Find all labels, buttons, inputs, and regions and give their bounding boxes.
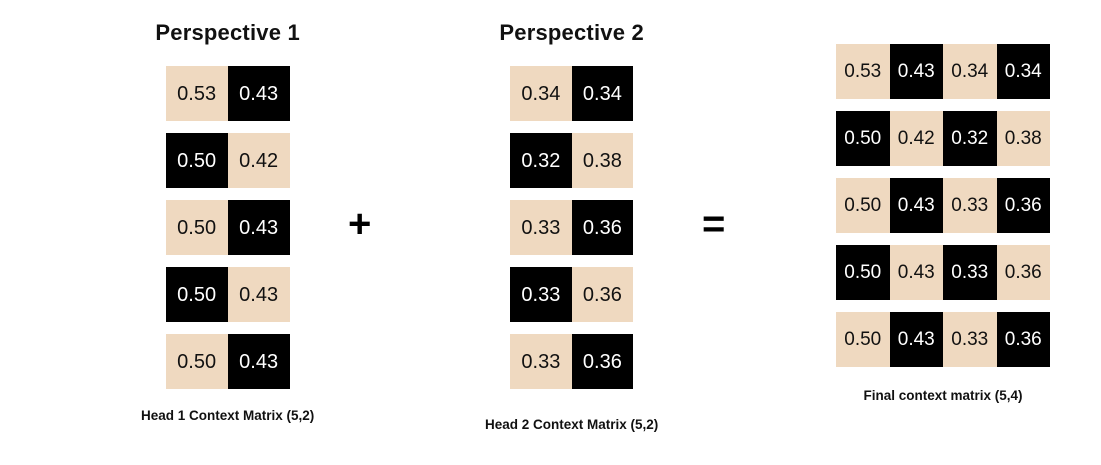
matrix-cell: 0.43: [227, 267, 290, 322]
matrix-cell: 0.42: [889, 111, 943, 166]
matrix-cell: 0.33: [943, 245, 997, 300]
equals-operator-icon: =: [702, 202, 726, 246]
matrix-cell: 0.36: [571, 200, 634, 255]
matrix-cell: 0.38: [996, 111, 1050, 166]
matrix-cell: 0.33: [510, 200, 572, 255]
matrix-cell: 0.50: [165, 334, 228, 389]
matrix-cell: 0.50: [165, 200, 228, 255]
matrix-cell: 0.34: [571, 66, 634, 121]
matrix-cell: 0.43: [889, 44, 943, 99]
perspective-title-head2: Perspective 2: [499, 20, 644, 45]
matrix-caption-final: Final context matrix (5,4): [863, 388, 1023, 403]
matrix-cell: 0.43: [889, 312, 943, 367]
matrix-cell: 0.36: [571, 267, 634, 322]
perspective-title-head1: Perspective 1: [155, 20, 300, 45]
plus-operator-icon: +: [348, 202, 372, 246]
matrix-cell: 0.38: [571, 133, 634, 188]
matrix-cell: 0.53: [836, 44, 890, 99]
matrix-cell: 0.33: [943, 178, 997, 233]
matrix-cell: 0.50: [165, 133, 228, 188]
matrix-cell: 0.43: [227, 334, 290, 389]
matrix-cell: 0.43: [227, 200, 290, 255]
matrix-cell: 0.33: [943, 312, 997, 367]
matrix-cell: 0.42: [227, 133, 290, 188]
matrix-cell: 0.34: [943, 44, 997, 99]
matrix-cell: 0.34: [510, 66, 572, 121]
matrix-caption-head1: Head 1 Context Matrix (5,2): [141, 408, 315, 423]
matrix-cell: 0.36: [996, 178, 1050, 233]
matrix-cell: 0.32: [510, 133, 572, 188]
matrix-cell: 0.50: [836, 111, 890, 166]
matrix-cell: 0.36: [571, 334, 634, 389]
matrix-cell: 0.53: [165, 66, 228, 121]
matrix-cell: 0.43: [227, 66, 290, 121]
matrix-cell: 0.50: [165, 267, 228, 322]
matrix-cell: 0.50: [836, 312, 890, 367]
matrix-cell: 0.32: [943, 111, 997, 166]
matrix-cell: 0.50: [836, 245, 890, 300]
matrix-cell: 0.43: [889, 245, 943, 300]
matrix-cell: 0.34: [996, 44, 1050, 99]
matrix-cell: 0.36: [996, 312, 1050, 367]
matrix-cell: 0.36: [996, 245, 1050, 300]
matrix-cell: 0.43: [889, 178, 943, 233]
matrix-cell: 0.33: [510, 267, 572, 322]
matrix-cell: 0.33: [510, 334, 572, 389]
matrix-caption-head2: Head 2 Context Matrix (5,2): [485, 417, 659, 432]
matrix-cell: 0.50: [836, 178, 890, 233]
